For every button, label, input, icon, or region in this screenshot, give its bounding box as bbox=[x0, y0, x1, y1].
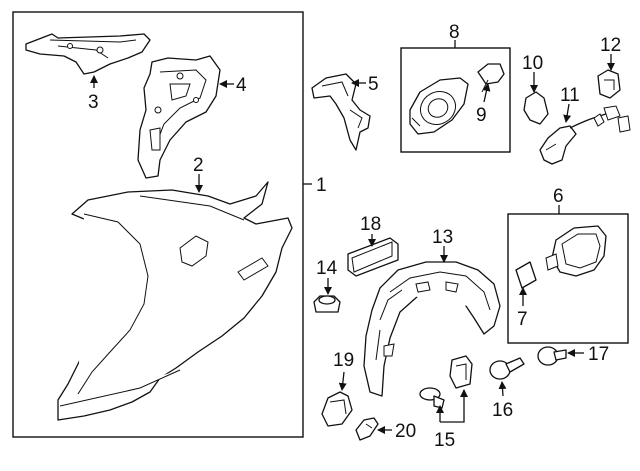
part-10-actuator[interactable] bbox=[523, 91, 549, 125]
callout-4: 4 bbox=[236, 75, 247, 96]
callout-9: 9 bbox=[476, 105, 487, 126]
part-16-pin[interactable] bbox=[489, 357, 525, 380]
part-13-liner[interactable] bbox=[363, 261, 501, 397]
callout-6: 6 bbox=[553, 186, 564, 207]
part-15-fasteners[interactable] bbox=[419, 355, 473, 409]
callout-19: 19 bbox=[333, 350, 354, 371]
callout-14: 14 bbox=[316, 258, 338, 279]
callout-1: 1 bbox=[316, 175, 327, 196]
part-5-small-panel[interactable] bbox=[311, 73, 371, 151]
callout-5: 5 bbox=[368, 74, 379, 95]
part-6-fuel-door[interactable] bbox=[545, 225, 607, 277]
part-19-cover[interactable] bbox=[321, 391, 353, 427]
callout-18: 18 bbox=[360, 214, 381, 235]
part-20-clip[interactable] bbox=[355, 417, 379, 441]
callout-20: 20 bbox=[395, 421, 416, 442]
callout-7: 7 bbox=[517, 309, 528, 330]
callout-8: 8 bbox=[449, 22, 460, 43]
callout-17: 17 bbox=[588, 344, 609, 365]
callout-11: 11 bbox=[560, 85, 580, 106]
callout-15: 15 bbox=[434, 430, 455, 451]
callout-10: 10 bbox=[522, 53, 543, 74]
leader-lines bbox=[90, 40, 615, 434]
part-2-quarter-panel[interactable] bbox=[57, 181, 293, 421]
callout-labels: 1 2 3 4 5 6 7 8 9 10 11 12 13 14 15 16 1… bbox=[88, 22, 621, 451]
callout-3: 3 bbox=[88, 92, 99, 113]
callout-2: 2 bbox=[193, 155, 204, 176]
part-12-clip[interactable] bbox=[597, 69, 621, 99]
part-8-filler-housing[interactable] bbox=[409, 77, 469, 135]
part-14-grommet[interactable] bbox=[313, 295, 341, 313]
part-4-inner-panel[interactable] bbox=[137, 55, 221, 179]
part-11-harness[interactable] bbox=[539, 105, 631, 165]
assembly-frame-box bbox=[12, 11, 304, 438]
part-18-reflector[interactable] bbox=[347, 237, 399, 277]
fuel-door-box bbox=[507, 213, 629, 344]
part-17-pin[interactable] bbox=[537, 346, 567, 366]
callout-13: 13 bbox=[432, 227, 453, 248]
part-7-seal[interactable] bbox=[515, 261, 537, 289]
callout-12: 12 bbox=[600, 35, 621, 56]
part-3-reinforcement[interactable] bbox=[25, 33, 151, 75]
part-9-pin[interactable] bbox=[477, 63, 505, 93]
callout-16: 16 bbox=[492, 400, 513, 421]
